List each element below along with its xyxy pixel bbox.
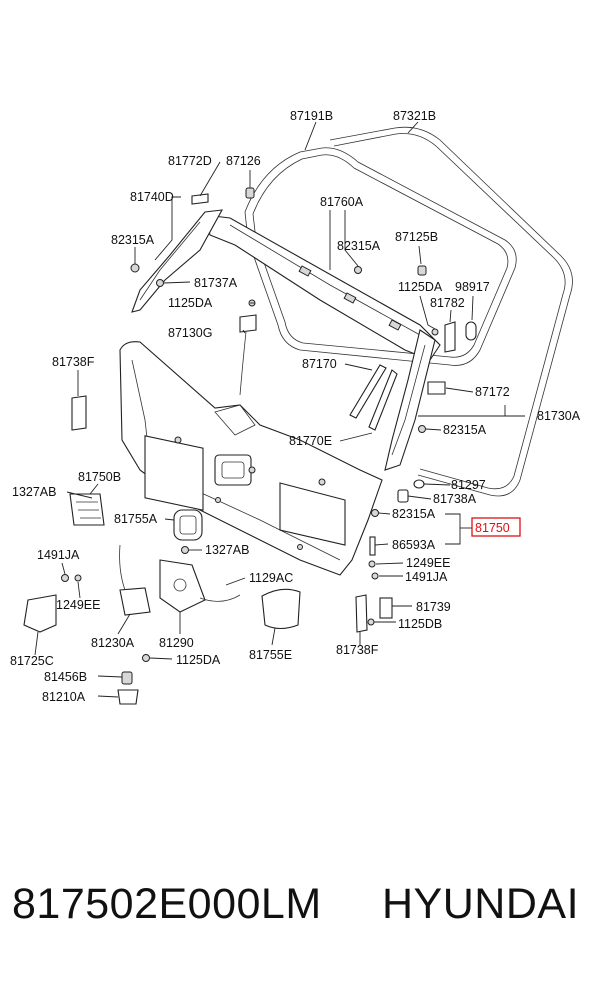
label-82315A-lower: 82315A: [392, 507, 436, 521]
label-81730A: 81730A: [537, 409, 581, 423]
leader-lines: [34, 121, 525, 698]
label-1491JA-right: 1491JA: [405, 570, 448, 584]
weatherstrip-87191B: [244, 147, 517, 366]
part-labels: 87191B 87321B 81772D 87126 81740D 81760A…: [10, 109, 581, 704]
label-81738F-lower: 81738F: [336, 643, 379, 657]
tailgate-trim-panel-81750: [119, 341, 383, 576]
label-81740D: 81740D: [130, 190, 174, 204]
label-1327AB-center: 1327AB: [205, 543, 249, 557]
label-81738F-left: 81738F: [52, 355, 95, 369]
label-1125DB: 1125DB: [398, 617, 442, 631]
label-81755E: 81755E: [249, 648, 292, 662]
label-1125DA-lower: 1125DA: [176, 653, 221, 667]
highlighted-part-box: [471, 517, 521, 537]
weatherstrip-87321B: [329, 126, 573, 497]
label-1327AB-left: 1327AB: [12, 485, 56, 499]
small-parts: [23, 187, 477, 705]
footer-caption: 817502E000LM HYUNDAI: [0, 880, 600, 950]
label-87172: 87172: [475, 385, 510, 399]
label-87126: 87126: [226, 154, 261, 168]
side-trim-81740D: [131, 209, 223, 313]
label-81725C: 81725C: [10, 654, 54, 668]
label-1249EE-left: 1249EE: [56, 598, 100, 612]
label-1249EE-right: 1249EE: [406, 556, 450, 570]
label-81782: 81782: [430, 296, 465, 310]
label-87125B: 87125B: [395, 230, 438, 244]
label-81750B: 81750B: [78, 470, 121, 484]
label-82315A-right: 82315A: [443, 423, 487, 437]
label-81297: 81297: [451, 478, 486, 492]
label-81738A: 81738A: [433, 492, 477, 506]
label-81750-highlighted: 81750: [475, 521, 510, 535]
label-81230A: 81230A: [91, 636, 135, 650]
label-1129AC: 1129AC: [249, 571, 293, 585]
side-trim-81770E: [384, 329, 436, 471]
label-81290: 81290: [159, 636, 194, 650]
label-81739: 81739: [416, 600, 451, 614]
label-81737A: 81737A: [194, 276, 238, 290]
label-82315A-left: 82315A: [111, 233, 155, 247]
label-98917: 98917: [455, 280, 490, 294]
part-number: 817502E000LM: [12, 880, 322, 928]
label-81760A: 81760A: [320, 195, 364, 209]
label-1125DA-upper: 1125DA: [398, 280, 443, 294]
label-81770E: 81770E: [289, 434, 332, 448]
label-81456B: 81456B: [44, 670, 87, 684]
label-81210A: 81210A: [42, 690, 86, 704]
label-87321B: 87321B: [393, 109, 436, 123]
label-87170: 87170: [302, 357, 337, 371]
label-87130G: 87130G: [168, 326, 212, 340]
brand-name: HYUNDAI: [382, 880, 580, 928]
label-81755A: 81755A: [114, 512, 158, 526]
label-1125DA-mid: 1125DA: [168, 296, 213, 310]
label-81772D: 81772D: [168, 154, 212, 168]
label-82315A-upper: 82315A: [337, 239, 381, 253]
gas-lift-87170: [349, 364, 398, 431]
label-1491JA-left: 1491JA: [37, 548, 80, 562]
label-87191B: 87191B: [290, 109, 333, 123]
label-86593A: 86593A: [392, 538, 436, 552]
